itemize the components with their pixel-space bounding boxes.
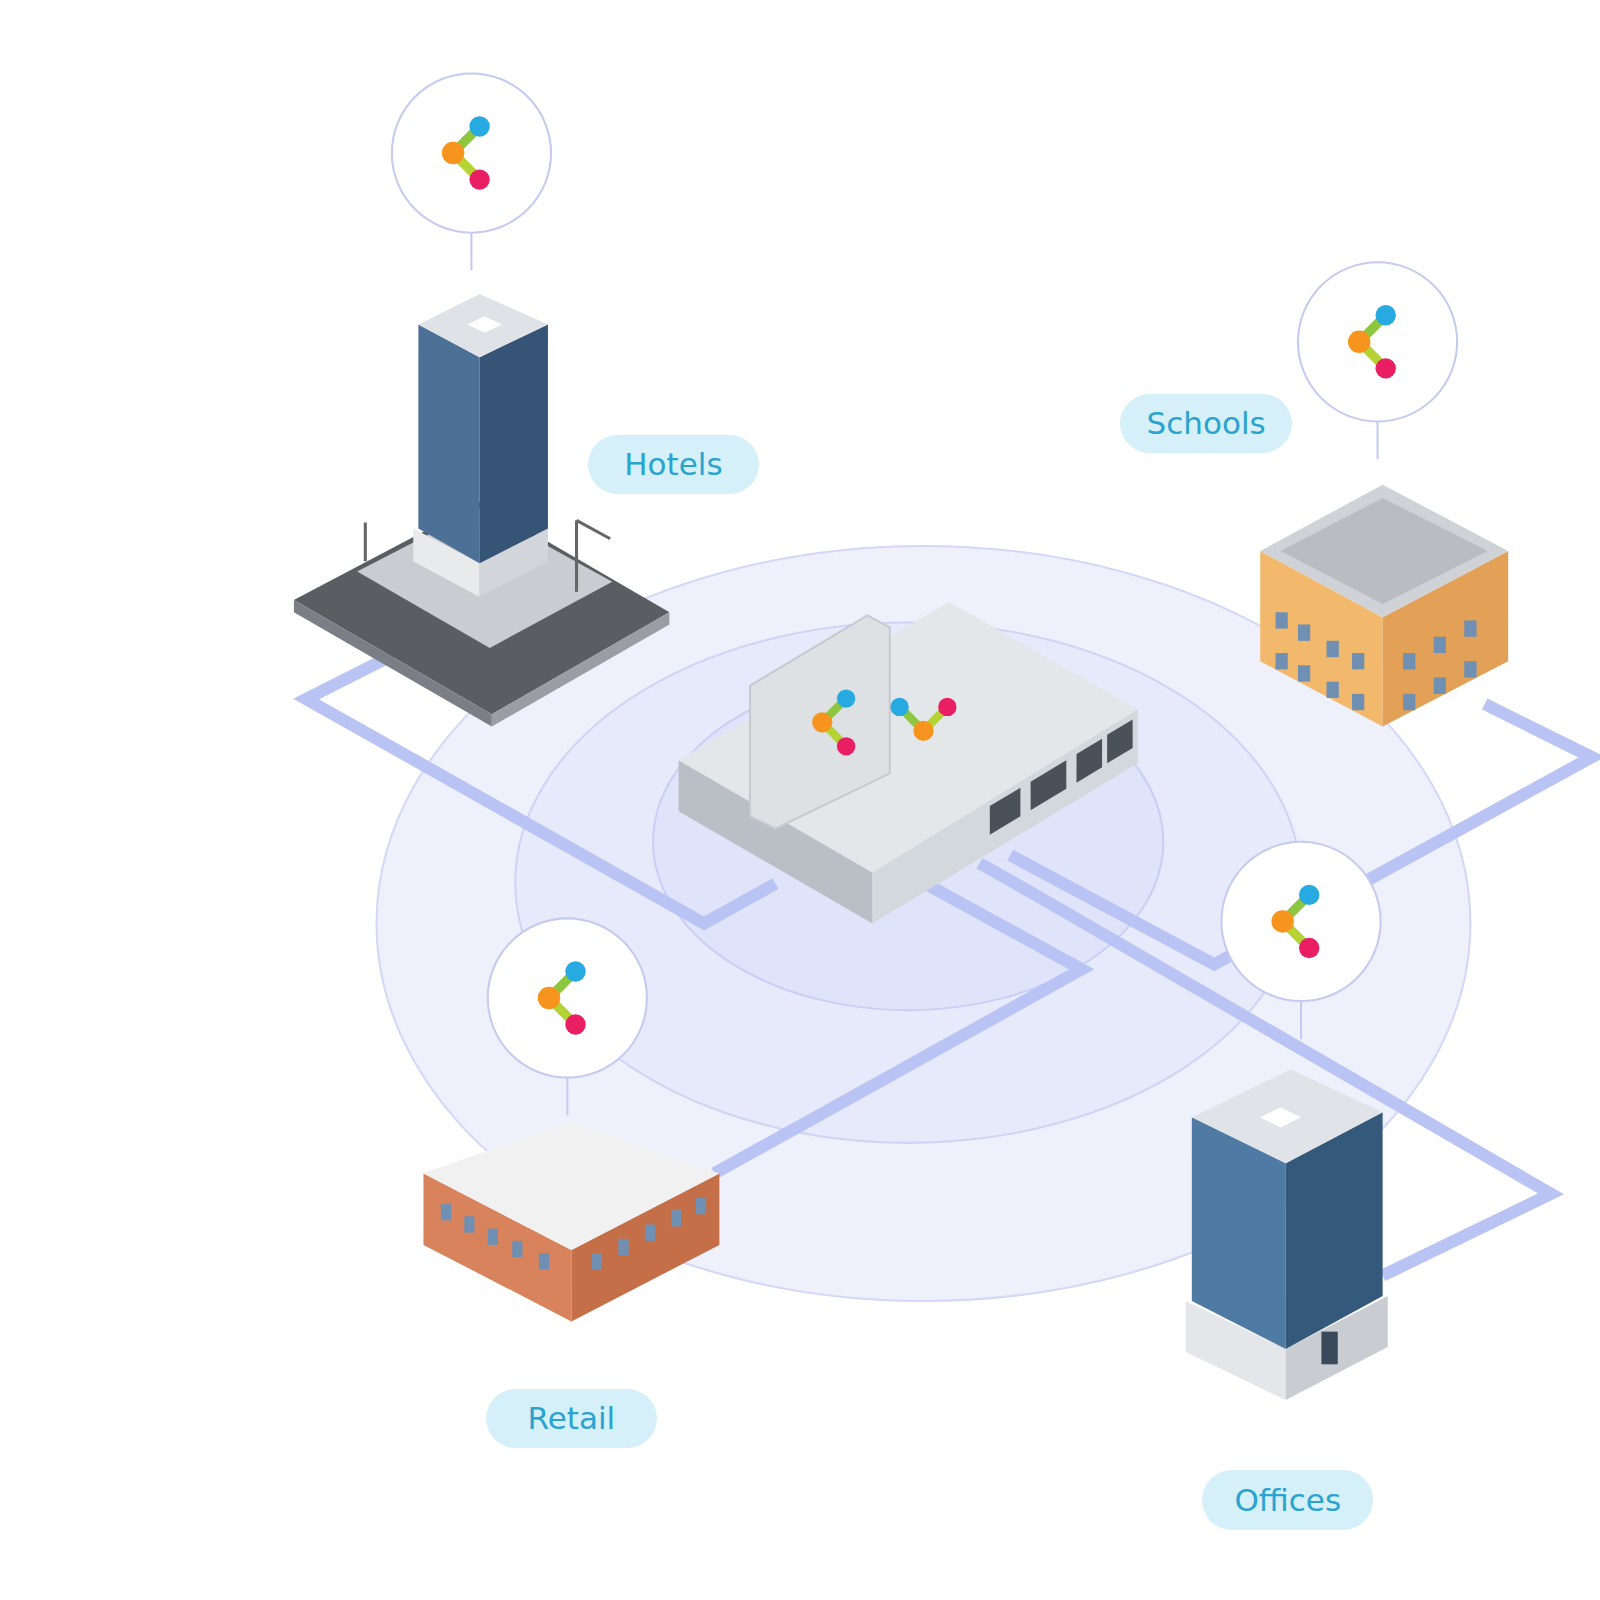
category-label: Retail xyxy=(528,1400,616,1436)
category-pill: Hotels xyxy=(588,435,759,494)
retail-building xyxy=(423,1120,719,1321)
category-label: Schools xyxy=(1147,405,1266,441)
category-label: Hotels xyxy=(624,446,722,482)
category-label: Offices xyxy=(1234,1482,1341,1518)
school-building xyxy=(1260,485,1508,727)
logo-badges xyxy=(392,73,1457,1115)
office-building xyxy=(1186,1069,1388,1400)
category-pill: Retail xyxy=(486,1389,657,1448)
network-switch xyxy=(679,602,1138,923)
hotel-building xyxy=(294,294,670,727)
category-pill: Offices xyxy=(1202,1470,1373,1529)
category-pill: Schools xyxy=(1120,394,1291,453)
